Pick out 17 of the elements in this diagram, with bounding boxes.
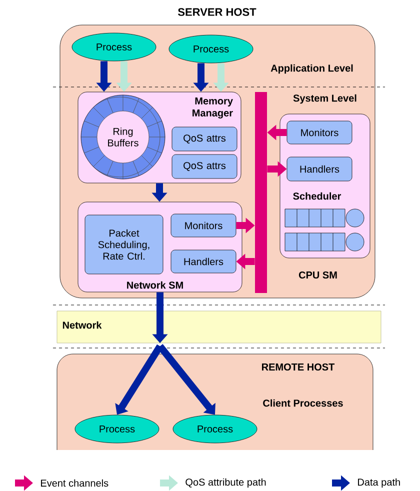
handlers-box: Handlers <box>170 250 236 274</box>
monitors-box: Monitors <box>286 120 352 144</box>
level-label: Application Level <box>270 64 353 74</box>
arrow <box>157 344 216 415</box>
legend-label: Event channels <box>41 479 108 487</box>
attribute-box: QoS attrs <box>172 154 238 179</box>
network-band: Network <box>56 310 382 344</box>
legend-label: Data path <box>358 478 400 488</box>
level-label: System Level <box>293 94 356 104</box>
node-label: CPU SM <box>298 271 337 279</box>
legend-label: QoS attribute path <box>186 478 266 488</box>
node-label: SERVER HOST <box>178 8 256 16</box>
monitors-box: Monitors <box>170 214 236 238</box>
ring-buffer: Ring Buffers <box>80 94 166 180</box>
packet-scheduling-box: Packet Scheduling, Rate Ctrl. <box>84 214 164 274</box>
handlers-box: Handlers <box>286 156 352 182</box>
attribute-box: QoS attrs <box>172 126 238 152</box>
